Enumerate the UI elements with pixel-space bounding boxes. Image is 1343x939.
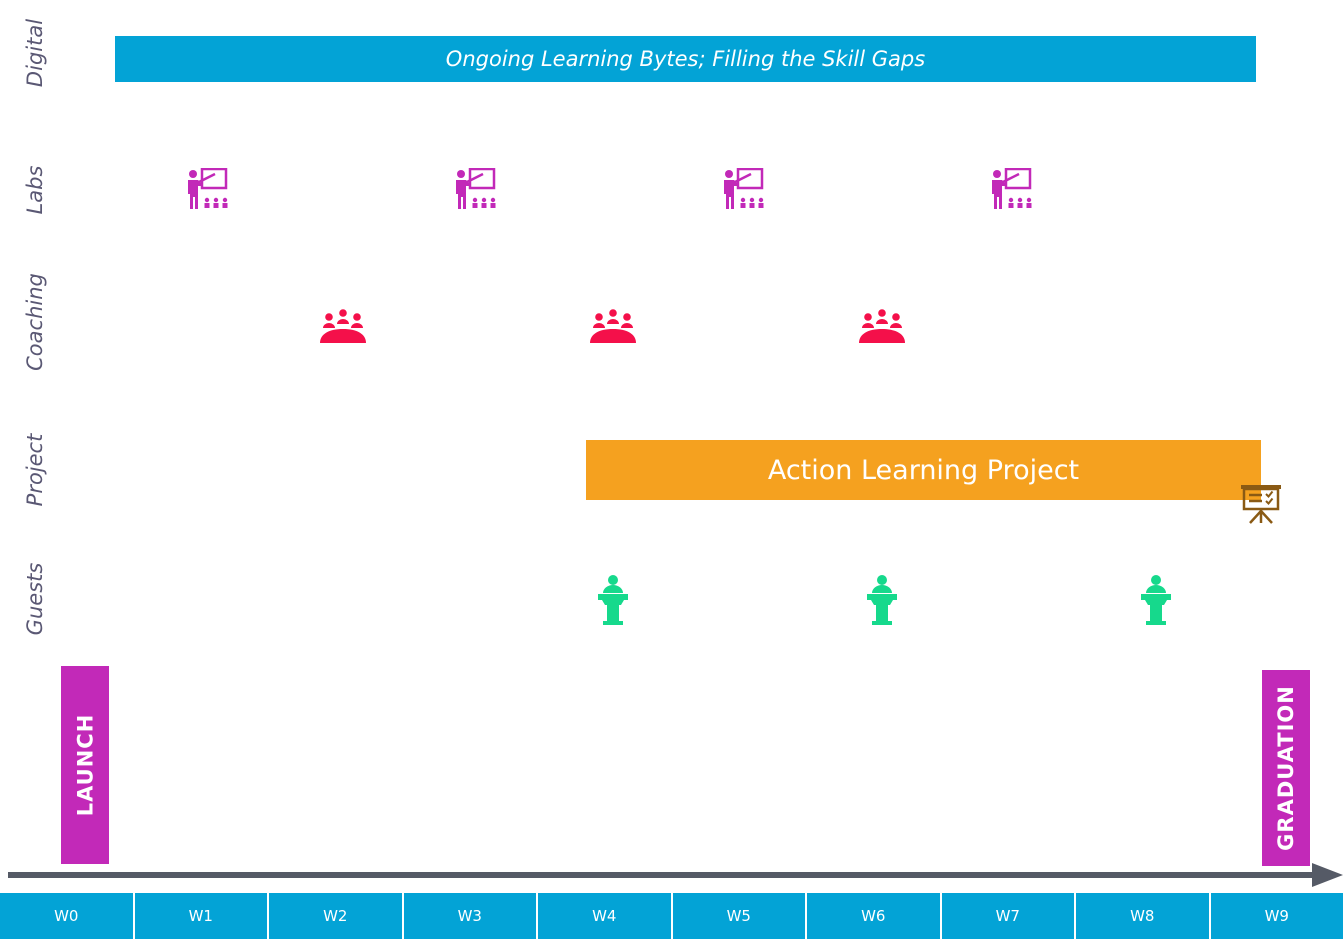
graduation-milestone: GRADUATION bbox=[1262, 670, 1310, 866]
week-cell-w6: W6 bbox=[807, 893, 942, 939]
speaker-podium-icon bbox=[598, 575, 628, 625]
group-meeting-icon bbox=[320, 309, 366, 343]
week-cell-w0: W0 bbox=[0, 893, 135, 939]
launch-milestone-label: LAUNCH bbox=[73, 713, 98, 817]
group-meeting-icon bbox=[859, 309, 905, 343]
teacher-classroom-icon bbox=[456, 168, 496, 209]
week-cell-w8: W8 bbox=[1076, 893, 1211, 939]
week-cell-w1: W1 bbox=[134, 893, 269, 939]
action-learning-project-bar: Action Learning Project bbox=[586, 440, 1261, 500]
action-learning-project-label: Action Learning Project bbox=[767, 454, 1080, 486]
teacher-classroom-icon bbox=[188, 168, 228, 209]
group-meeting-icon bbox=[590, 309, 636, 343]
teacher-classroom-icon bbox=[992, 168, 1032, 209]
week-cell-w4: W4 bbox=[538, 893, 673, 939]
lane-label-labs: Labs bbox=[23, 165, 47, 215]
timeline-arrow bbox=[8, 863, 1343, 887]
lane-label-digital: Digital bbox=[23, 18, 47, 88]
week-cell-w7: W7 bbox=[941, 893, 1076, 939]
week-cell-w2: W2 bbox=[269, 893, 404, 939]
week-cell-w3: W3 bbox=[403, 893, 538, 939]
graduation-milestone-label: GRADUATION bbox=[1274, 685, 1298, 851]
week-timeline: W0 W1 W2 W3 W4 W5 W6 W7 W8 W9 bbox=[0, 893, 1343, 939]
lane-label-project: Project bbox=[23, 433, 47, 507]
launch-milestone: LAUNCH bbox=[61, 666, 109, 864]
speaker-podium-icon bbox=[867, 575, 897, 625]
lane-label-coaching: Coaching bbox=[23, 273, 47, 371]
lane-label-guests: Guests bbox=[23, 562, 47, 636]
digital-learning-bar: Ongoing Learning Bytes; Filling the Skil… bbox=[115, 36, 1256, 82]
presentation-board-icon bbox=[1241, 485, 1281, 524]
week-cell-w5: W5 bbox=[672, 893, 807, 939]
week-cell-w9: W9 bbox=[1210, 893, 1343, 939]
speaker-podium-icon bbox=[1141, 575, 1171, 625]
digital-learning-bar-label: Ongoing Learning Bytes; Filling the Skil… bbox=[445, 47, 926, 71]
teacher-classroom-icon bbox=[724, 168, 764, 209]
